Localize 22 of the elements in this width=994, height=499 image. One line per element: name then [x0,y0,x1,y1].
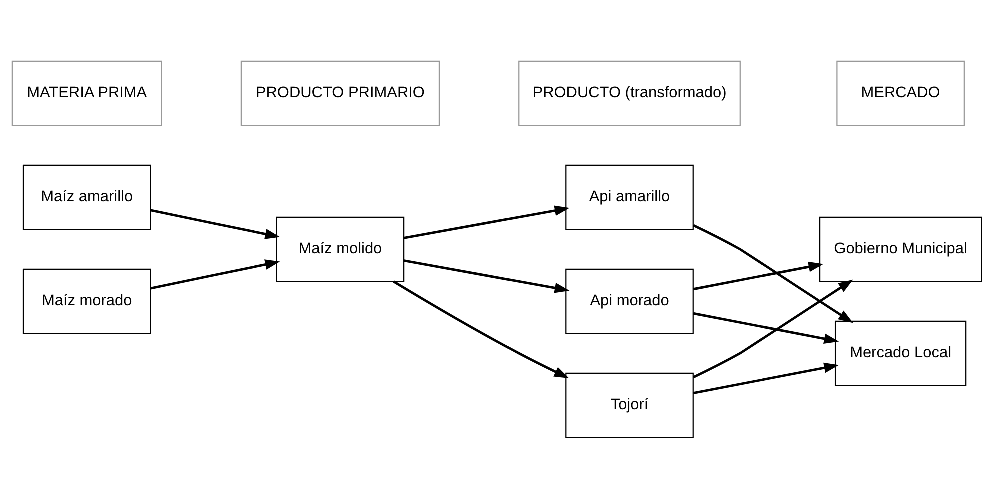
arrow [393,280,570,378]
arrow [693,280,854,379]
node-box: Maíz morado [22,268,152,334]
arrow [693,312,840,344]
arrow [150,260,280,290]
node-box: MATERIA PRIMA [12,60,162,126]
node-box: Maíz amarillo [22,164,152,230]
node-box: Mercado Local [834,320,967,386]
node-box: PRODUCTO PRIMARIO [240,60,440,126]
node-box: Gobierno Municipal [820,216,982,282]
arrow [693,362,840,395]
arrow [693,262,824,291]
node-box: PRODUCTO (transformado) [518,60,741,126]
node-box: Tojorí [566,372,694,438]
node-box: MERCADO [836,60,965,126]
node-box: Api amarillo [566,164,694,230]
arrow [693,224,854,324]
node-box: Maíz molido [276,216,405,282]
arrow [150,209,280,240]
arrow [404,206,570,240]
node-box: Api morado [566,268,694,334]
arrow [404,260,570,294]
